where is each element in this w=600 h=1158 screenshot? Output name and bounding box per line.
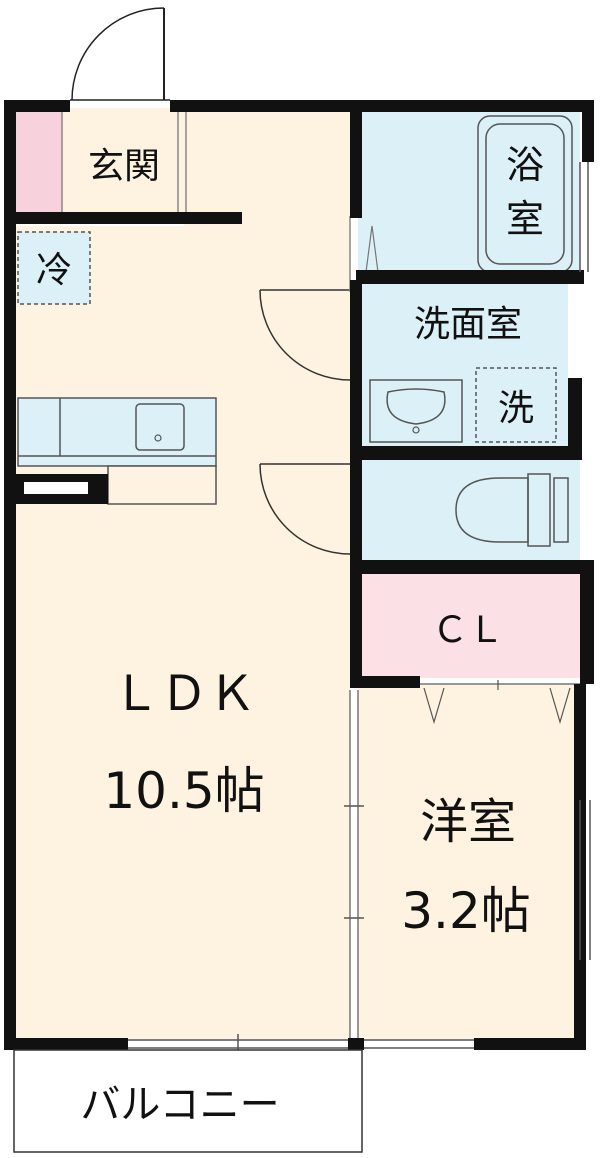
label-closet: ＣＬ: [432, 610, 504, 651]
shoe-cabinet: [14, 108, 62, 214]
floor-ldk: [14, 226, 350, 1041]
closet-door-mark-right: [549, 687, 571, 725]
entrance-door-arc: [71, 7, 165, 101]
label-fridge: 冷: [36, 250, 72, 291]
label-western-size: 3.2帖: [401, 882, 531, 940]
closet-door-mark-left: [423, 687, 445, 725]
label-bath-line2: 室: [506, 197, 544, 241]
label-western-name: 洋室: [420, 794, 516, 850]
toilet-door-arc: [259, 463, 351, 555]
kitchen-sink-icon: [135, 403, 185, 451]
kitchen-counter-shelf: [107, 465, 217, 505]
label-balcony: バルコニー: [80, 1082, 279, 1128]
floor-closet: [358, 570, 580, 678]
washbasin-icon: [369, 379, 463, 443]
washroom-door-arc: [259, 289, 351, 381]
label-ldk-name: ＬＤＫ: [112, 666, 256, 722]
label-washroom: 洗面室: [414, 304, 522, 345]
floor-toilet: [358, 460, 580, 562]
label-bath-line1: 浴: [506, 143, 544, 187]
label-ldk-size: 10.5帖: [103, 762, 264, 820]
fridge-space: [17, 231, 91, 305]
floor-bath: [358, 108, 580, 280]
floor-washroom: [358, 284, 568, 450]
toilet-icon: [455, 477, 529, 543]
label-washer: 洗: [498, 388, 534, 429]
balcony-area: [13, 1049, 363, 1153]
label-entrance: 玄関: [88, 146, 160, 187]
walls: [4, 100, 594, 1050]
floor-hall: [184, 108, 350, 226]
kitchen-counter: [17, 397, 217, 467]
floor-western: [358, 684, 580, 1041]
